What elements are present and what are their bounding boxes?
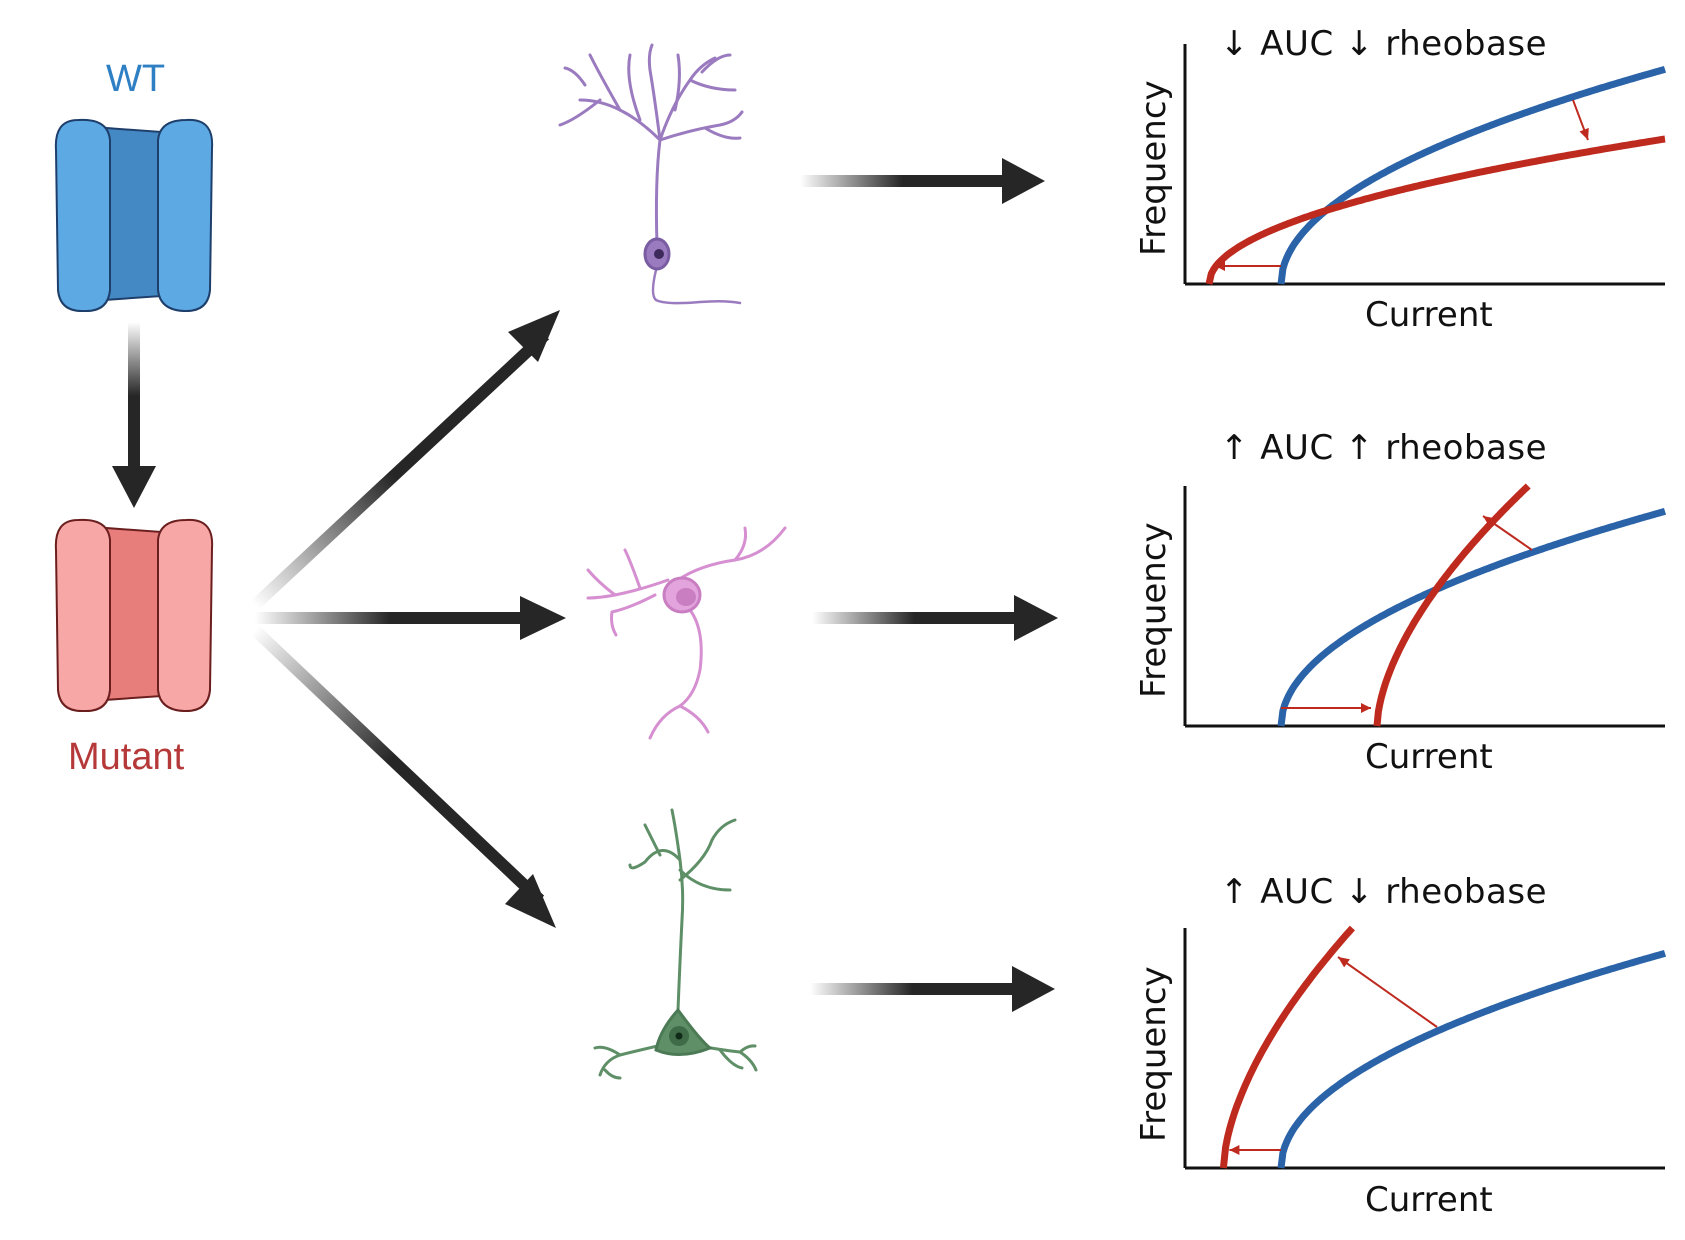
wt-curve: [1277, 507, 1667, 727]
wt-curve: [1277, 65, 1667, 285]
arrow-neuron-pink-to-panel-2: [812, 595, 1058, 641]
mutant-curve: [1205, 135, 1666, 285]
neuron-pink-icon: [586, 526, 787, 740]
neuron-green-icon: [593, 808, 758, 1080]
arrow-neuron-purple-to-panel-1: [800, 158, 1045, 204]
charts: [1183, 44, 1667, 1170]
panel-2-xlabel: Current: [1365, 737, 1493, 777]
neuron-purple-icon: [558, 43, 744, 305]
wt-label: WT: [106, 58, 166, 100]
panel-1-xlabel: Current: [1365, 295, 1493, 335]
wt-channel-icon: [54, 118, 214, 313]
arrow-mutant-to-neuron-pink: [255, 596, 566, 640]
chart-panel-1: [1183, 44, 1667, 286]
panel-3-title: ↑ AUC ↓ rheobase: [1220, 872, 1547, 912]
mutant-label: Mutant: [68, 736, 185, 778]
rheobase-shift-arrowhead: [1361, 703, 1371, 713]
panel-1-ylabel: Frequency: [1134, 80, 1174, 256]
arrow-wt-to-mutant: [112, 322, 156, 508]
panel-3-xlabel: Current: [1365, 1180, 1493, 1220]
gain-shift-arrow-3: [1337, 956, 1438, 1028]
arrow-mutant-to-neuron-green: [250, 625, 556, 928]
rheobase-shift-arrowhead: [1215, 261, 1225, 271]
gain-shift-arrow-1-head: [1579, 127, 1589, 140]
chart-panel-3: [1183, 925, 1667, 1170]
chart-panel-2: [1183, 483, 1667, 728]
panel-1-title: ↓ AUC ↓ rheobase: [1220, 24, 1547, 64]
mutant-channel-icon: [54, 518, 214, 713]
arrow-mutant-to-neuron-purple: [250, 310, 560, 610]
panel-2-ylabel: Frequency: [1134, 522, 1174, 698]
gain-shift-arrow-3-head: [1338, 957, 1350, 968]
mutant-curve: [1219, 925, 1356, 1169]
mutant-curve: [1373, 483, 1531, 727]
panel-2-title: ↑ AUC ↑ rheobase: [1220, 428, 1547, 468]
wt-curve: [1277, 949, 1667, 1169]
gain-shift-arrow-2-head: [1483, 516, 1495, 527]
arrow-neuron-green-to-panel-3: [810, 966, 1055, 1012]
rheobase-shift-arrowhead: [1229, 1145, 1240, 1155]
panel-3-ylabel: Frequency: [1134, 966, 1174, 1142]
